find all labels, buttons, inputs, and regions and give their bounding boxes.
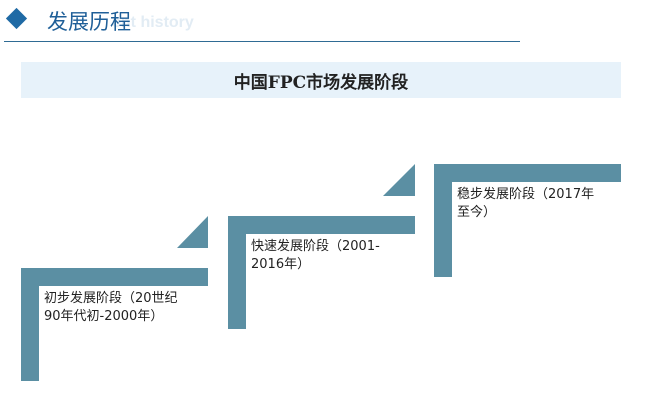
step-1-horizontal-bar [21,268,208,286]
header-divider [4,41,520,42]
step-1-vertical-bar [21,268,39,381]
stage-2-line-1: 快速发展阶段（2001- [251,239,380,254]
diagram-title: 中国FPC市场发展阶段 [21,62,621,98]
step-2-arrow-triangle [383,164,415,196]
step-3-horizontal-bar [434,164,621,182]
stage-1-line-1: 初步发展阶段（20世纪 [44,291,178,306]
step-2-vertical-bar [228,216,246,329]
diamond-icon [5,7,28,30]
stage-3-line-2: 至今） [457,205,497,220]
stage-1-line-2: 90年代初-2000年） [44,309,164,324]
stage-3-label: 稳步发展阶段（2017年至今） [457,186,627,222]
step-3-vertical-bar [434,164,452,277]
stage-1-label: 初步发展阶段（20世纪 90年代初-2000年） [44,290,214,326]
step-2-horizontal-bar [228,216,415,234]
stage-2-label: 快速发展阶段（2001- 2016年） [251,238,421,274]
stage-3-line-1: 稳步发展阶段（2017年 [457,187,595,202]
stage-2-line-2: 2016年） [251,257,311,272]
step-1-arrow-triangle [177,216,208,248]
section-title: 发展历程 [47,10,131,34]
